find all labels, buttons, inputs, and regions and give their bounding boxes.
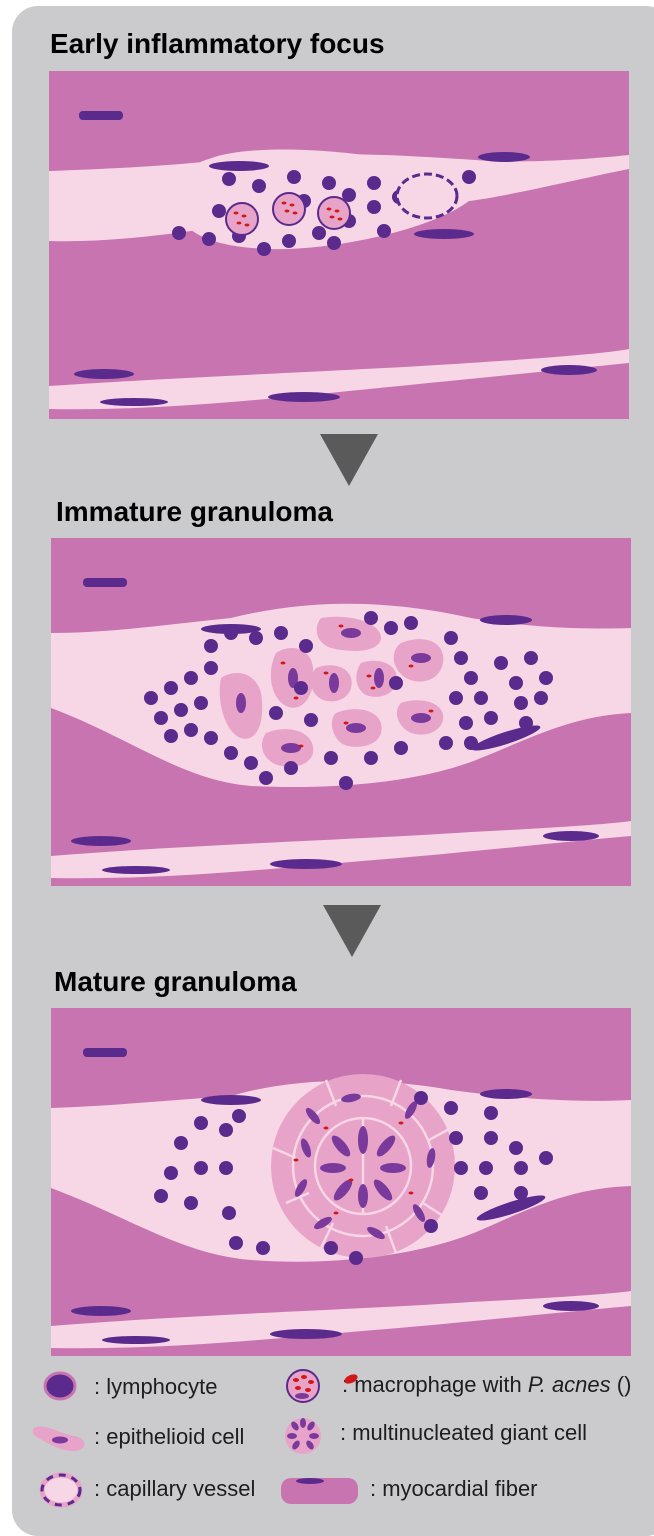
legend-item-macrophage: : macrophage with P. acnes ()	[284, 1366, 654, 1406]
legend-macrophage-prefix: : macrophage with	[342, 1372, 528, 1397]
panel-title-early: Early inflammatory focus	[50, 28, 385, 60]
panel-immature-granuloma	[51, 538, 631, 886]
legend-label-epithelioid: : epithelioid cell	[94, 1424, 244, 1450]
capillary-vessel-icon	[38, 1470, 86, 1510]
panel-early-inflammatory-focus	[49, 71, 629, 419]
progression-arrow-1	[320, 434, 378, 486]
legend-label-macrophage: : macrophage with P. acnes ()	[342, 1372, 631, 1398]
legend-item-giant-cell: : multinucleated giant cell	[282, 1414, 602, 1454]
legend-macrophage-close: )	[624, 1372, 631, 1397]
legend-label-capillary: : capillary vessel	[94, 1476, 255, 1502]
macrophage-icon	[284, 1366, 324, 1406]
epithelioid-cell-icon	[30, 1418, 90, 1458]
legend-label-giant-cell: : multinucleated giant cell	[340, 1420, 587, 1446]
legend-item-epithelioid: : epithelioid cell	[30, 1418, 270, 1458]
panel-mature-granuloma	[51, 1008, 631, 1356]
progression-arrow-2	[323, 905, 381, 957]
legend-item-capillary: : capillary vessel	[38, 1470, 278, 1510]
giant-cell-icon	[282, 1414, 326, 1458]
myocardial-fiber-icon	[280, 1470, 360, 1506]
bacteria-icon	[342, 1372, 360, 1386]
legend-macrophage-suffix: (	[611, 1372, 624, 1397]
legend-item-myocardial: : myocardial fiber	[280, 1470, 580, 1510]
legend-macrophage-bacteria-name: P. acnes	[528, 1372, 611, 1397]
legend-label-myocardial: : myocardial fiber	[370, 1476, 538, 1502]
legend-label-lymphocyte: : lymphocyte	[94, 1374, 218, 1400]
panel-title-immature: Immature granuloma	[56, 496, 333, 528]
legend-item-lymphocyte: : lymphocyte	[42, 1368, 262, 1408]
lymphocyte-icon	[42, 1368, 82, 1404]
panel-title-mature: Mature granuloma	[54, 966, 297, 998]
